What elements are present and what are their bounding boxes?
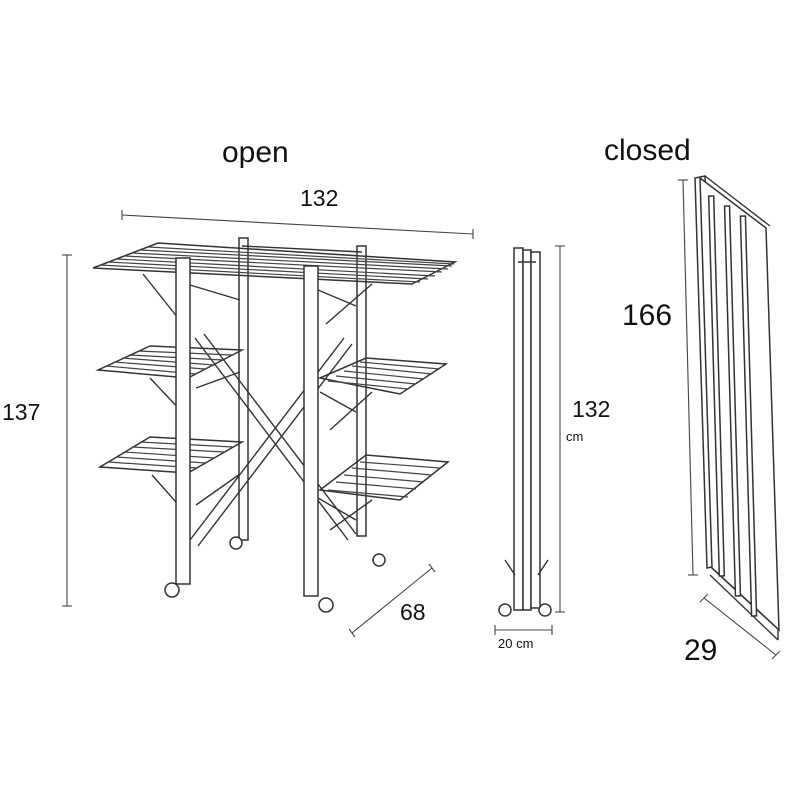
closed-height-value: 166 bbox=[622, 299, 672, 332]
open-drying-rack-drawing bbox=[92, 237, 458, 613]
wheels bbox=[164, 536, 386, 613]
closed-view-label: closed bbox=[604, 134, 691, 167]
open-depth-dimension-line bbox=[348, 563, 436, 638]
folded-height-dimension-line bbox=[555, 245, 565, 613]
open-view-label: open bbox=[222, 136, 289, 169]
middle-right-shelf bbox=[317, 357, 449, 395]
folded-thickness-value: 20 cm bbox=[498, 636, 533, 651]
closed-rack-drawing bbox=[694, 175, 780, 641]
open-height-dimension-line bbox=[62, 254, 72, 607]
closed-width-value: 29 bbox=[684, 634, 717, 667]
folded-height-value: 132 bbox=[572, 396, 610, 422]
closed-height-dimension-line bbox=[678, 179, 698, 576]
bottom-right-shelf bbox=[318, 454, 450, 501]
folded-height-unit: cm bbox=[566, 429, 583, 444]
open-width-value: 132 bbox=[300, 185, 338, 211]
bottom-left-shelf bbox=[97, 436, 245, 474]
open-width-dimension-line bbox=[121, 210, 474, 239]
middle-left-shelf bbox=[95, 345, 245, 379]
folded-rack-side-drawing bbox=[498, 247, 552, 617]
open-height-value: 137 bbox=[2, 399, 40, 425]
top-shelf bbox=[92, 242, 458, 285]
open-depth-value: 68 bbox=[400, 599, 426, 625]
closed-width-dimension-line bbox=[699, 593, 781, 660]
folded-thickness-dimension-line bbox=[494, 625, 553, 635]
